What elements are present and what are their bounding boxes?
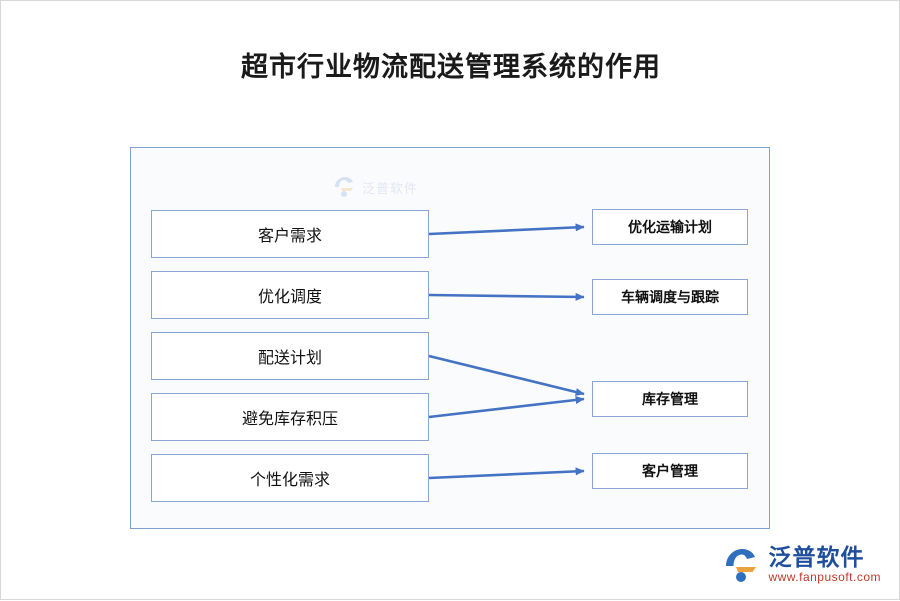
brand-name: 泛普软件 [768,544,865,571]
brand-url: www.fanpusoft.com [768,570,881,585]
brand-text: 泛普软件 www.fanpusoft.com [768,545,881,585]
brand-logo-icon [721,545,761,585]
node-left-4[interactable]: 避免库存积压 [151,393,429,441]
node-left-2[interactable]: 优化调度 [151,271,429,319]
node-right-4[interactable]: 客户管理 [592,453,748,489]
page-title: 超市行业物流配送管理系统的作用 [241,52,661,83]
node-right-3[interactable]: 库存管理 [592,381,748,417]
brand-logo: 泛普软件 www.fanpusoft.com [721,545,881,585]
node-left-1[interactable]: 客户需求 [151,210,429,258]
node-right-2[interactable]: 车辆调度与跟踪 [592,279,748,315]
node-left-3[interactable]: 配送计划 [151,332,429,380]
watermark-label: 泛普软件 [362,181,419,197]
watermark-logo-icon [331,174,357,200]
node-right-1[interactable]: 优化运输计划 [592,209,748,245]
node-left-5[interactable]: 个性化需求 [151,454,429,502]
watermark-center: 泛普软件 [331,169,461,205]
